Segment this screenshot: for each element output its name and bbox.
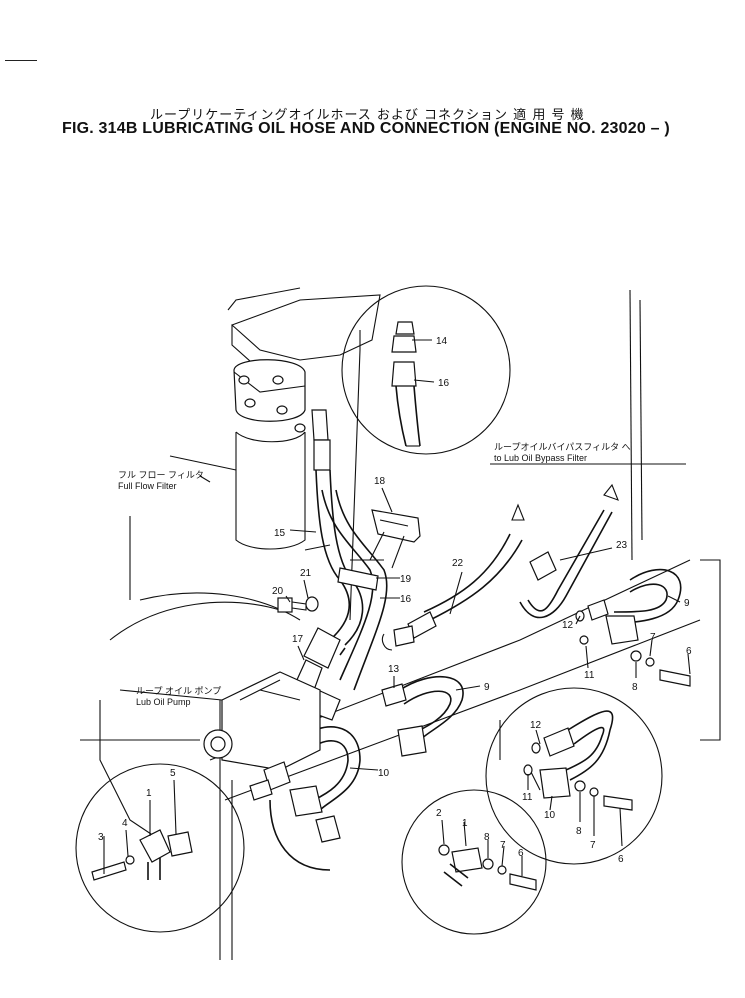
callout-5: 5 [170, 768, 176, 779]
annotation-labels: フル フロー フィルタ Full Flow Filter ループ オイル ポンプ… [118, 442, 631, 707]
callout-7-detail: 7 [590, 840, 596, 851]
leader-lines [103, 339, 721, 876]
label-bypass-en: to Lub Oil Bypass Filter [494, 453, 587, 463]
callout-1-middle: 1 [462, 818, 468, 829]
callout-22: 22 [452, 558, 464, 569]
callout-19: 19 [400, 574, 412, 585]
callout-7-right: 7 [650, 632, 656, 643]
callout-17: 17 [292, 634, 304, 645]
callout-12-detail: 12 [530, 720, 542, 731]
callout-13: 13 [388, 664, 400, 675]
callout-3: 3 [98, 832, 104, 843]
callout-10-detail: 10 [544, 810, 556, 821]
callout-9-right: 9 [684, 598, 690, 609]
callout-2: 2 [436, 808, 442, 819]
figure-title-english: FIG. 314B LUBRICATING OIL HOSE AND CONNE… [62, 120, 670, 137]
callout-8-middle: 8 [484, 832, 490, 843]
detail-circle-left [75, 763, 245, 933]
callout-11-right: 11 [584, 670, 595, 681]
callout-6-right: 6 [686, 646, 692, 657]
callout-16: 16 [400, 594, 412, 605]
callout-10-center: 10 [378, 768, 390, 779]
corner-rule [5, 60, 37, 61]
callout-12-right: 12 [562, 620, 574, 631]
callout-11-detail: 11 [522, 792, 533, 803]
callout-6-detail: 6 [618, 854, 624, 865]
engine-block-outline [80, 287, 701, 960]
label-full-flow-jp: フル フロー フィルタ [118, 470, 204, 480]
label-full-flow-en: Full Flow Filter [118, 481, 177, 491]
callout-23: 23 [616, 540, 628, 551]
callout-21: 21 [300, 568, 312, 579]
detail-circle-middle [401, 789, 547, 935]
pipe-23 [519, 483, 619, 619]
detail-circle-top [341, 285, 511, 455]
label-lub-pump-en: Lub Oil Pump [136, 697, 191, 707]
callout-6-middle: 6 [518, 848, 524, 859]
callout-4: 4 [122, 818, 128, 829]
callout-18: 18 [374, 476, 386, 487]
callout-9-center: 9 [484, 682, 490, 693]
pipe-9-center [381, 675, 464, 757]
callout-7-middle: 7 [500, 840, 506, 851]
bolt-20 [277, 596, 319, 613]
callout-8-right: 8 [632, 682, 638, 693]
hose-assembly-16 [295, 409, 388, 721]
lub-oil-pump [203, 671, 321, 801]
figure-title-japanese: ループリケーティングオイルホース および コネクション 適 用 号 機 [150, 108, 585, 123]
clip-18 [369, 509, 421, 569]
callout-20: 20 [272, 586, 284, 597]
callout-15: 15 [274, 528, 286, 539]
callout-8-detail: 8 [576, 826, 582, 837]
callout-14: 14 [436, 336, 448, 347]
label-lub-pump-jp: ループ オイル ポンプ [136, 686, 221, 696]
hose-22 [381, 503, 525, 651]
full-flow-filter [233, 359, 331, 551]
callout-1-left: 1 [146, 788, 152, 799]
callout-16-detail: 16 [438, 378, 450, 389]
callout-numbers: 14 16 15 18 19 16 22 21 20 17 13 9 10 23… [98, 336, 692, 865]
label-bypass-jp: ループオイルバイパスフィルタ へ [494, 442, 631, 452]
detail-circle-right [485, 687, 663, 865]
